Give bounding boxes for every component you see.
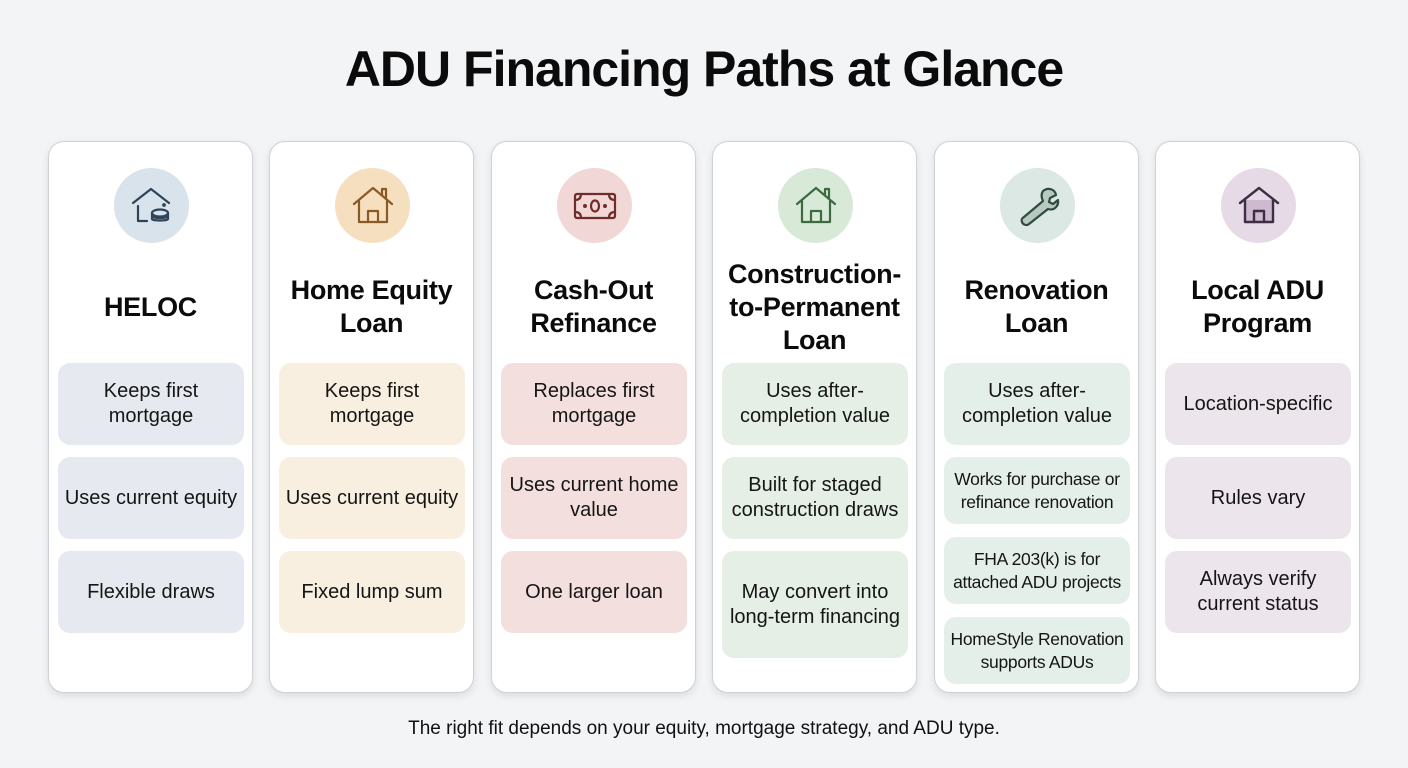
icon-badge	[778, 168, 853, 243]
wrench-icon	[1020, 187, 1059, 226]
card-title: Construction-to-Permanent Loan	[727, 258, 902, 355]
feature-pill: Works for purchase or refinance renovati…	[944, 457, 1130, 524]
feature-pill: FHA 203(k) is for attached ADU projects	[944, 537, 1130, 604]
house-icon	[1238, 186, 1279, 223]
card-home-equity-loan: Home Equity Loan Keeps first mortgage Us…	[269, 141, 474, 693]
feature-pill: Fixed lump sum	[279, 551, 465, 633]
feature-pill: HomeStyle Renovation supports ADUs	[944, 617, 1130, 684]
card-title: Renovation Loan	[964, 275, 1109, 338]
feature-pill: Uses current equity	[279, 457, 465, 539]
card-title: HELOC	[103, 291, 197, 322]
feature-pill: Uses after-completion value	[722, 363, 908, 445]
house-icon	[795, 186, 836, 223]
feature-pill: Location-specific	[1165, 363, 1351, 445]
card-title: Cash-Out Refinance	[530, 275, 657, 338]
feature-pill: Keeps first mortgage	[58, 363, 244, 445]
icon-badge	[1000, 168, 1075, 243]
feature-pill: Keeps first mortgage	[279, 363, 465, 445]
card-local-adu-program: Local ADU Program Location-specific Rule…	[1155, 141, 1360, 693]
feature-pill: Replaces first mortgage	[501, 363, 687, 445]
feature-pill: Rules vary	[1165, 457, 1351, 539]
page-title: ADU Financing Paths at Glance	[344, 41, 1064, 97]
house-coin-icon	[131, 187, 170, 222]
feature-pill: Uses current equity	[58, 457, 244, 539]
cash-bill-icon	[573, 192, 616, 219]
card-renovation-loan: Renovation Loan Uses after-completion va…	[934, 141, 1139, 693]
card-construction-to-permanent-loan: Construction-to-Permanent Loan Uses afte…	[712, 141, 917, 693]
card-cash-out-refinance: Cash-Out Refinance Replaces first mortga…	[491, 141, 696, 693]
feature-pill: One larger loan	[501, 551, 687, 633]
card-title: Local ADU Program	[1191, 275, 1324, 338]
house-icon	[352, 186, 393, 223]
financing-cards: HELOC Keeps first mortgage Uses current …	[48, 141, 1360, 693]
icon-badge	[1221, 168, 1296, 243]
feature-pill: Uses current home value	[501, 457, 687, 539]
icon-badge	[557, 168, 632, 243]
feature-pill: Flexible draws	[58, 551, 244, 633]
feature-pill: Built for staged construction draws	[722, 457, 908, 539]
card-heloc: HELOC Keeps first mortgage Uses current …	[48, 141, 253, 693]
icon-badge	[335, 168, 410, 243]
feature-pill: May convert into long-term financing	[722, 551, 908, 658]
feature-pill: Uses after-completion value	[944, 363, 1130, 445]
footer-note: The right fit depends on your equity, mo…	[408, 718, 1000, 739]
card-title: Home Equity Loan	[290, 275, 453, 338]
icon-badge	[114, 168, 189, 243]
feature-pill: Always verify current status	[1165, 551, 1351, 633]
